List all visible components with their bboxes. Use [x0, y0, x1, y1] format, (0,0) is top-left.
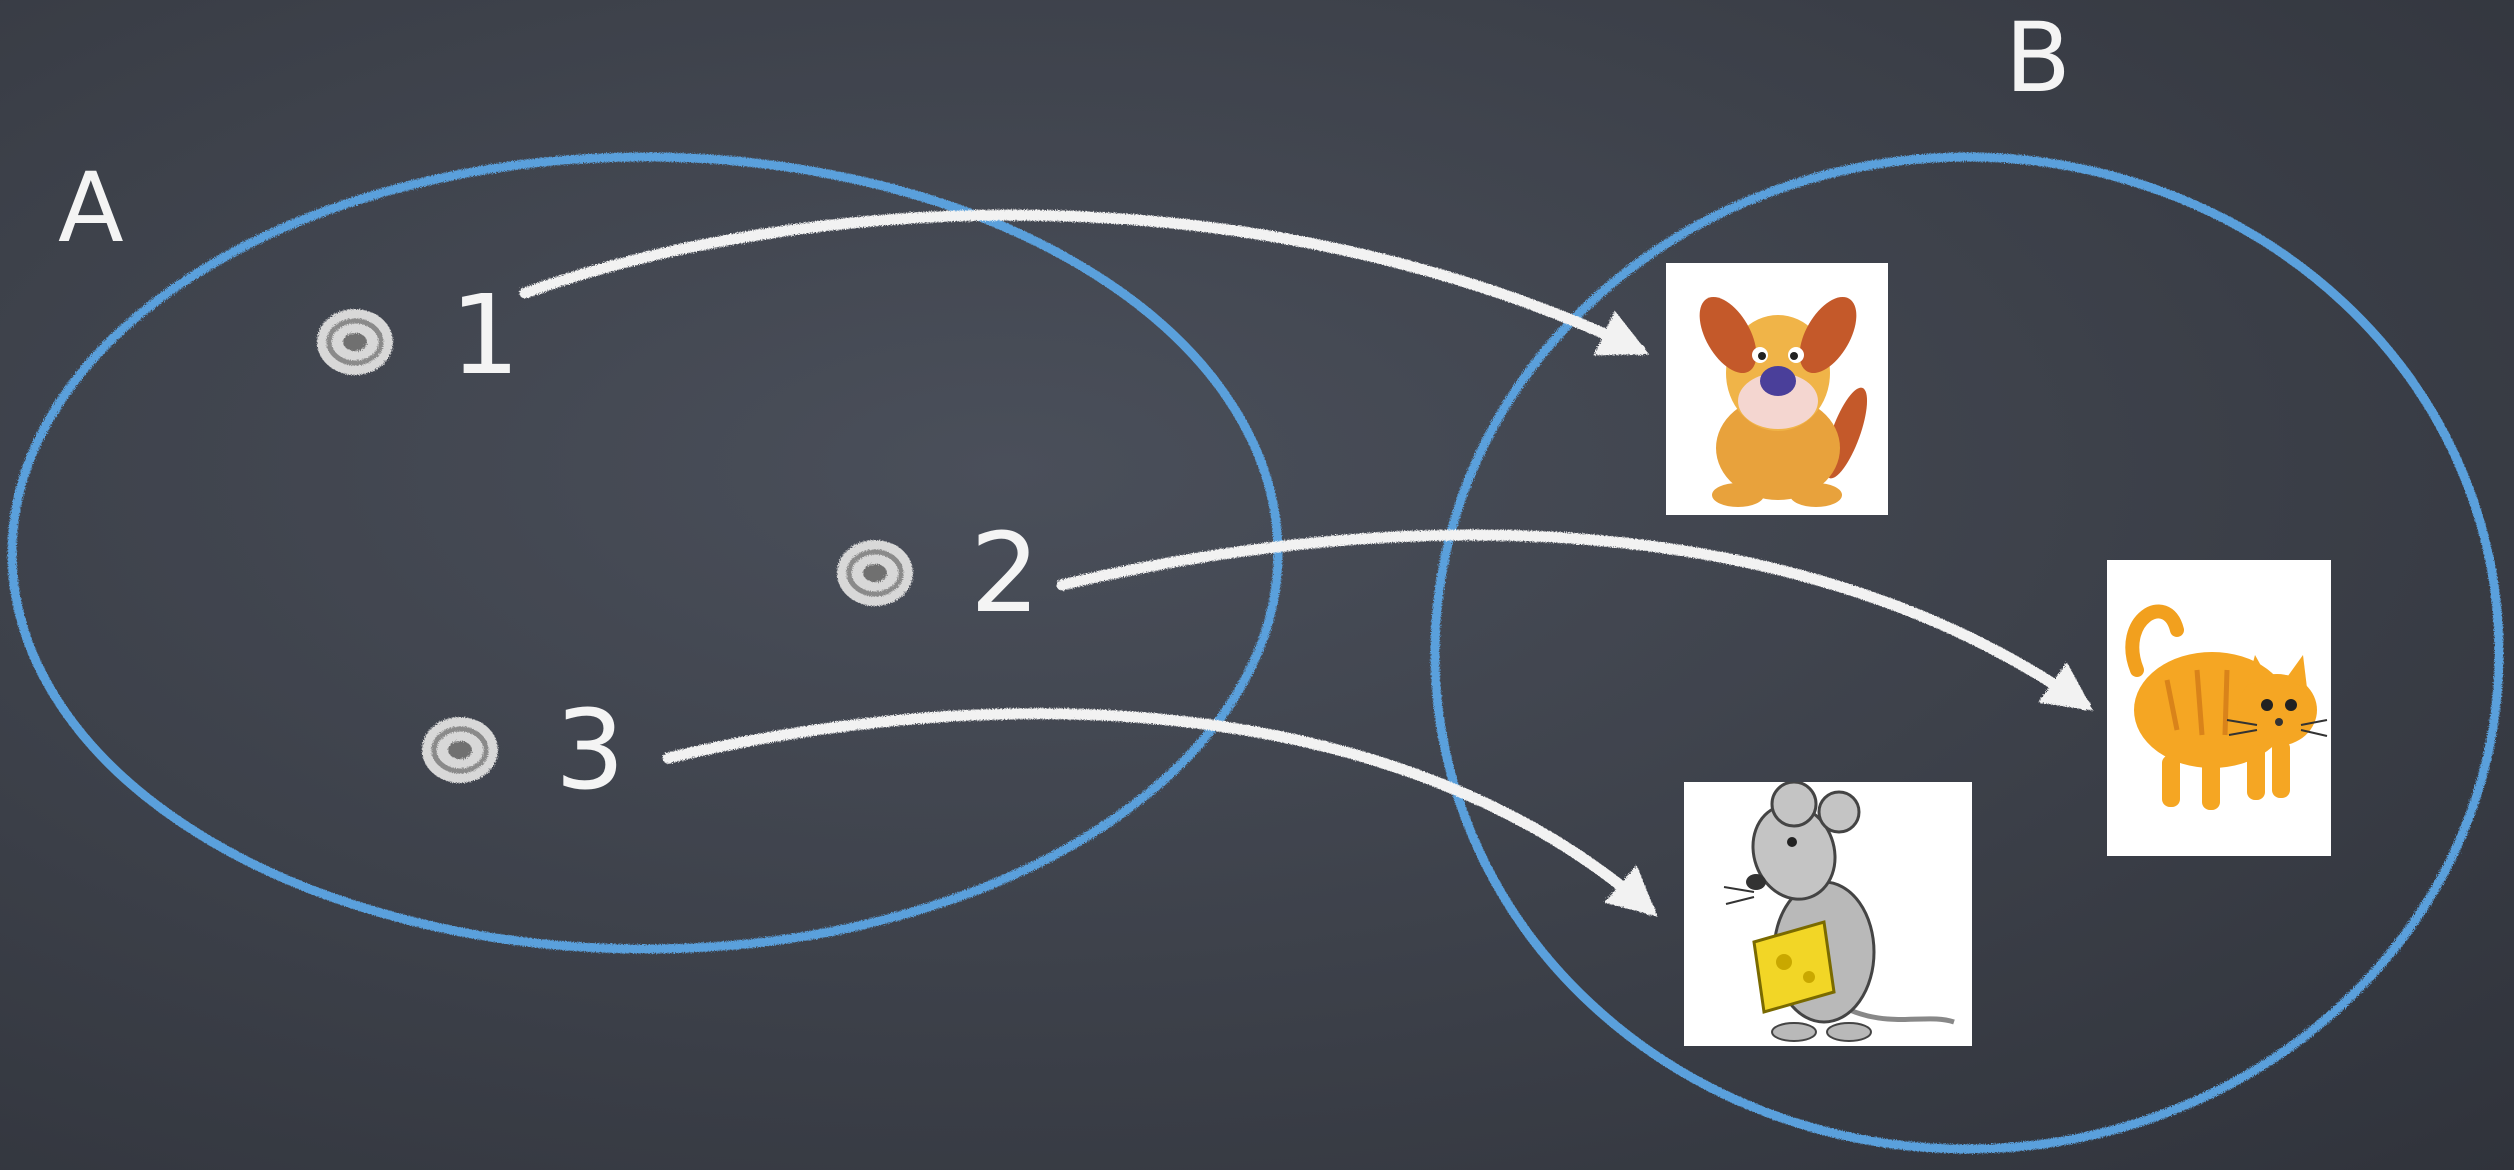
set-b-ellipse: [1430, 152, 2504, 1154]
set-b-label: B: [2005, 2, 2071, 114]
element-label-2: 2: [970, 509, 1040, 637]
cat-icon: [2125, 604, 2328, 810]
set-a-ellipse: [7, 152, 1283, 954]
dog-card: [1666, 263, 1888, 515]
chalk-swirl-icon: [837, 540, 913, 606]
mouse-with-cheese-icon: [1723, 782, 1955, 1042]
arrow-3-to-mouse: [662, 708, 1658, 917]
mouse-card: [1684, 782, 1972, 1046]
dog-icon: [1699, 297, 1868, 507]
chalk-swirl-icon: [317, 309, 393, 375]
arrow-1-to-dog: [519, 209, 1649, 356]
cat-card: [2107, 560, 2331, 856]
chalk-swirl-icon: [422, 717, 498, 783]
arrow-2-to-cat: [1056, 529, 2094, 711]
set-a-label: A: [58, 152, 124, 264]
element-label-3: 3: [555, 686, 625, 814]
element-label-1: 1: [450, 271, 520, 399]
